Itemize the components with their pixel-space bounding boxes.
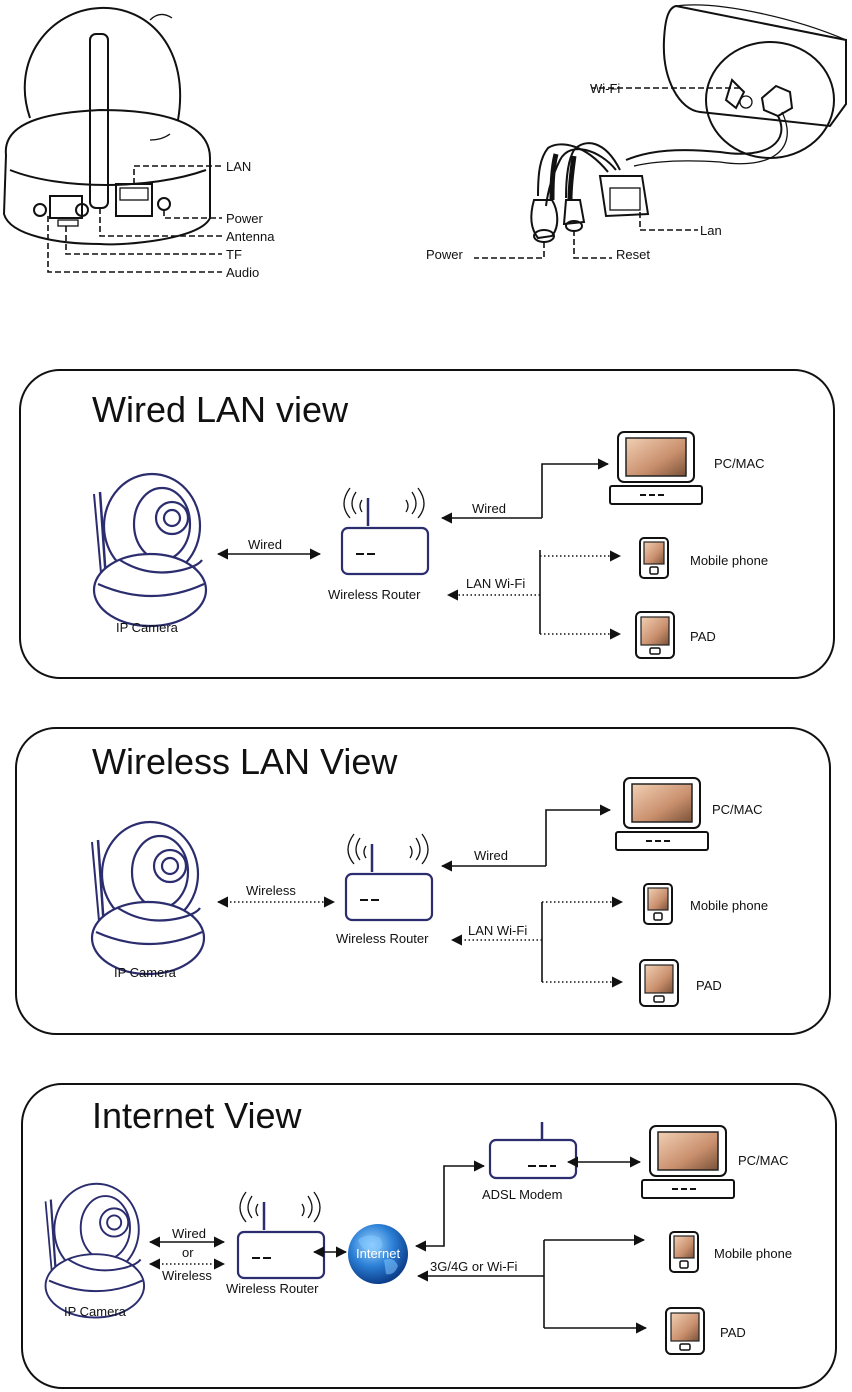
label-outdoor-lan: Lan bbox=[700, 223, 722, 238]
label-antenna: Antenna bbox=[226, 229, 275, 244]
pad-icon bbox=[639, 959, 679, 1007]
router-label: Wireless Router bbox=[226, 1281, 319, 1296]
panel-wireless-lan: Wireless LAN View IP Camera Wireless Wir… bbox=[15, 727, 831, 1035]
pc-label: PC/MAC bbox=[712, 802, 763, 817]
camera-label: IP Camera bbox=[116, 620, 179, 635]
pc-icon bbox=[615, 777, 709, 851]
pc-link-label: Wired bbox=[472, 501, 506, 516]
pc-label: PC/MAC bbox=[714, 456, 765, 471]
mobile-phone-icon bbox=[643, 883, 673, 925]
pad-label: PAD bbox=[690, 629, 716, 644]
router-label: Wireless Router bbox=[336, 931, 429, 946]
pad-label: PAD bbox=[720, 1325, 746, 1340]
outdoor-camera-drawing bbox=[474, 4, 847, 259]
pc-icon bbox=[641, 1125, 735, 1199]
mobile-link-label: 3G/4G or Wi-Fi bbox=[430, 1259, 518, 1274]
camera-link-or: or bbox=[182, 1245, 194, 1260]
label-wifi: Wi-Fi bbox=[590, 81, 620, 96]
label-tf: TF bbox=[226, 247, 242, 262]
camera-link-wireless: Wireless bbox=[162, 1268, 212, 1283]
mobile-label: Mobile phone bbox=[714, 1246, 792, 1261]
wifi-link-label: LAN Wi-Fi bbox=[466, 576, 525, 591]
wifi-link-label: LAN Wi-Fi bbox=[468, 923, 527, 938]
label-power: Power bbox=[226, 211, 264, 226]
mobile-label: Mobile phone bbox=[690, 898, 768, 913]
pc-link-label: Wired bbox=[474, 848, 508, 863]
camera-label: IP Camera bbox=[114, 965, 177, 980]
modem-label: ADSL Modem bbox=[482, 1187, 562, 1202]
label-audio: Audio bbox=[226, 265, 259, 280]
pad-icon bbox=[635, 611, 675, 659]
pc-icon bbox=[609, 431, 703, 505]
panel-internet: Internet View IP Camera Wired or Wireles… bbox=[21, 1083, 837, 1389]
camera-link-label: Wireless bbox=[246, 883, 296, 898]
router-label: Wireless Router bbox=[328, 587, 421, 602]
camera-label: IP Camera bbox=[64, 1304, 127, 1319]
internet-label: Internet bbox=[356, 1246, 400, 1261]
pc-label: PC/MAC bbox=[738, 1153, 789, 1168]
indoor-camera-drawing bbox=[2, 6, 222, 273]
pad-label: PAD bbox=[696, 978, 722, 993]
pad-icon bbox=[665, 1307, 705, 1355]
panel-title: Wired LAN view bbox=[92, 389, 349, 430]
camera-link-wired: Wired bbox=[172, 1226, 206, 1241]
mobile-label: Mobile phone bbox=[690, 553, 768, 568]
panel-title: Internet View bbox=[92, 1095, 302, 1136]
mobile-phone-icon bbox=[639, 537, 669, 579]
adsl-modem-icon bbox=[488, 1138, 578, 1180]
panel-title: Wireless LAN View bbox=[92, 741, 398, 782]
label-reset: Reset bbox=[616, 247, 650, 262]
label-outdoor-power: Power bbox=[426, 247, 464, 262]
mobile-phone-icon bbox=[669, 1231, 699, 1273]
camera-link-label: Wired bbox=[248, 537, 282, 552]
panel-wired-lan: Wired LAN view IP Camera Wired Wireless … bbox=[19, 369, 835, 679]
label-lan: LAN bbox=[226, 159, 251, 174]
